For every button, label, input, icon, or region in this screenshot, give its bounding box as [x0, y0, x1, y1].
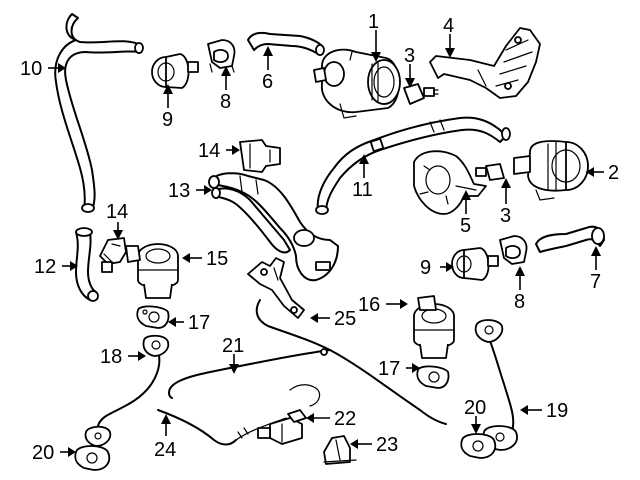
callout-23: 23 [376, 434, 398, 456]
callout-16: 16 [358, 294, 380, 316]
part-17-gasket-right [416, 365, 450, 389]
callout-4: 4 [443, 15, 454, 37]
part-25-bracket [247, 257, 305, 319]
callout-15: 15 [206, 248, 228, 270]
callout-9-right: 9 [420, 257, 431, 279]
callout-9-top: 9 [162, 109, 173, 131]
callout-24: 24 [154, 439, 176, 461]
callout-13: 13 [168, 180, 190, 202]
part-14-sensor-top [239, 139, 281, 173]
part-2-pump [513, 140, 589, 201]
callout-12: 12 [34, 256, 56, 278]
part-20-gasket-right [460, 433, 497, 459]
callout-19: 19 [546, 400, 568, 422]
part-8-clamp-right [499, 235, 528, 265]
callout-20-left: 20 [32, 442, 54, 464]
part-6-hose [247, 31, 325, 56]
callout-8-top: 8 [220, 91, 231, 113]
callout-7: 7 [590, 271, 601, 293]
callout-3-right: 3 [500, 205, 511, 227]
part-9-valve-top [151, 53, 199, 89]
part-15-combi-valve [125, 243, 179, 299]
callout-11: 11 [352, 179, 373, 201]
part-3-connector-right [475, 163, 505, 181]
part-21-pipe [168, 299, 447, 425]
part-23-bracket [323, 435, 357, 465]
part-17-gasket-left [136, 305, 170, 329]
callout-14-top: 14 [198, 140, 220, 162]
callout-1: 1 [368, 11, 379, 33]
part-10-hose [54, 13, 144, 213]
callout-5: 5 [460, 215, 471, 237]
callout-numbers: 1 2 3 3 4 5 6 7 8 8 9 9 10 11 12 13 14 1… [20, 11, 619, 464]
callout-3-top: 3 [404, 45, 415, 67]
part-5-heat-shield [413, 150, 487, 215]
part-12-hose [75, 227, 99, 302]
callout-25: 25 [334, 308, 356, 330]
callout-leaders [48, 30, 604, 457]
part-22-solenoid-valve [257, 384, 321, 445]
part-8-clamp-top [207, 39, 236, 73]
callout-17-left: 17 [188, 312, 210, 334]
callout-22: 22 [334, 408, 356, 430]
callout-18: 18 [100, 346, 122, 368]
callout-20-right: 20 [464, 397, 486, 419]
callout-2: 2 [608, 162, 619, 184]
callout-21: 21 [222, 335, 244, 357]
part-11-hose [315, 116, 511, 215]
part-1-air-pump [313, 48, 401, 119]
part-16-combi-valve [413, 295, 455, 359]
part-4-bracket [429, 27, 541, 99]
part-9-valve-right [451, 247, 499, 281]
part-18-pipe [84, 334, 170, 447]
part-19-pipe [474, 319, 518, 451]
part-13-hose-assembly [208, 172, 339, 282]
callout-8-right: 8 [514, 291, 525, 313]
part-14-sensor-left [99, 237, 127, 273]
callout-10: 10 [20, 58, 42, 80]
part-20-gasket-left [74, 445, 111, 471]
part-7-hose [535, 225, 605, 253]
callout-17-right: 17 [378, 358, 400, 380]
part-3-connector-top [403, 83, 439, 105]
callout-14-left: 14 [106, 201, 128, 223]
callout-6: 6 [262, 71, 273, 93]
